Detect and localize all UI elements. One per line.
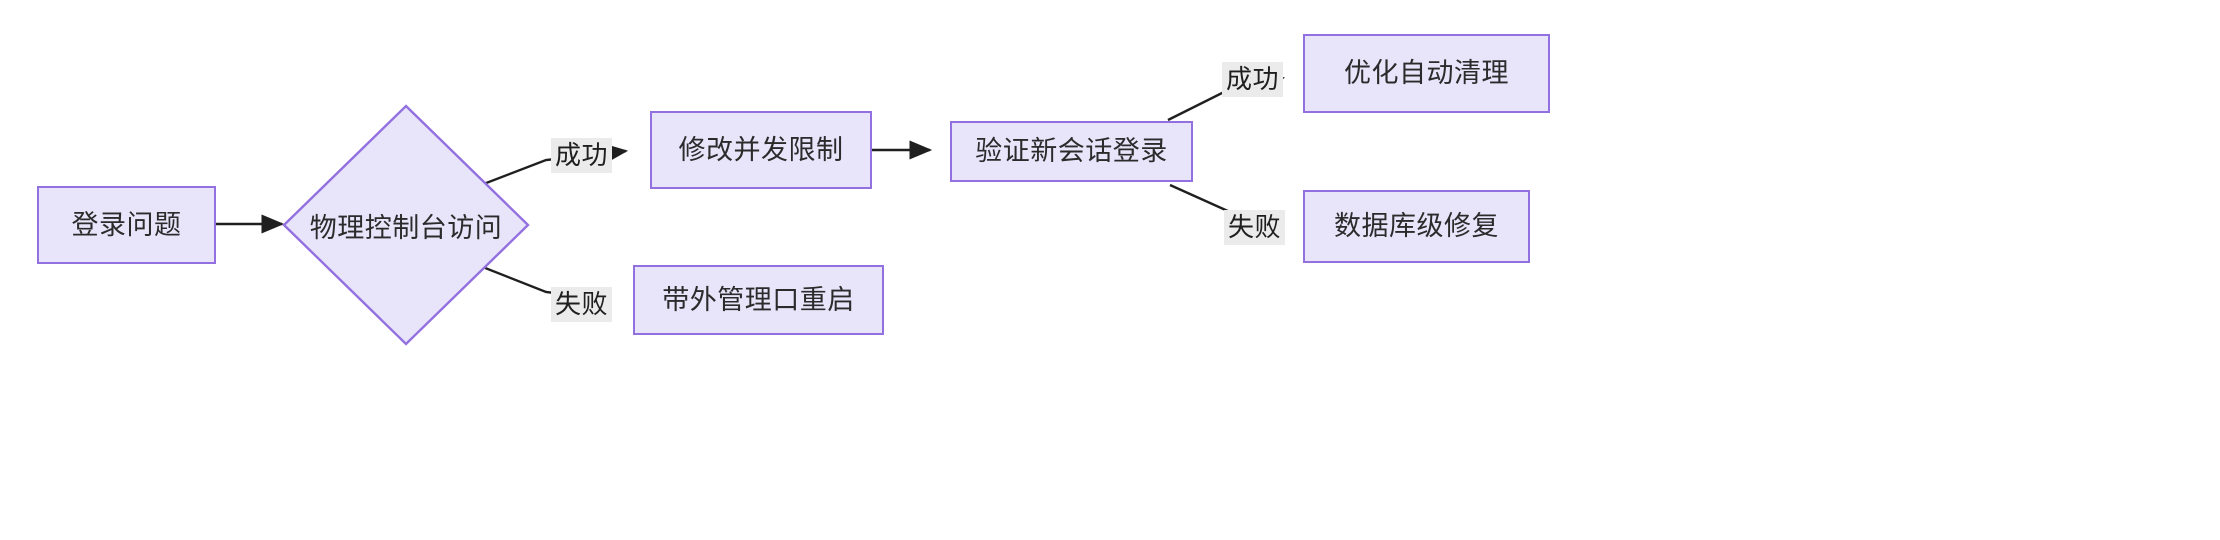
node-optimize-cleanup[interactable]: 优化自动清理 <box>1303 34 1550 113</box>
diamond-shape <box>282 104 530 346</box>
node-modify-limit-label: 修改并发限制 <box>678 134 844 165</box>
node-verify-login-label: 验证新会话登录 <box>975 136 1168 167</box>
edge-label-verify-success: 成功 <box>1222 62 1284 97</box>
edge-label-decision-success: 成功 <box>551 138 613 173</box>
node-decision-label: 物理控制台访问 <box>309 212 503 243</box>
node-decision[interactable]: 物理控制台访问 <box>282 104 530 346</box>
node-verify-login[interactable]: 验证新会话登录 <box>950 121 1193 182</box>
node-start-label: 登录问题 <box>71 209 182 240</box>
node-oob-restart-label: 带外管理口重启 <box>662 284 855 315</box>
node-optimize-cleanup-label: 优化自动清理 <box>1344 58 1509 89</box>
node-db-repair[interactable]: 数据库级修复 <box>1303 190 1530 263</box>
node-oob-restart[interactable]: 带外管理口重启 <box>633 265 884 335</box>
edge-label-decision-failure: 失败 <box>551 287 613 322</box>
node-db-repair-label: 数据库级修复 <box>1334 211 1499 242</box>
node-modify-limit[interactable]: 修改并发限制 <box>650 111 872 189</box>
node-start[interactable]: 登录问题 <box>37 186 216 264</box>
edge-label-verify-failure: 失败 <box>1224 210 1286 245</box>
